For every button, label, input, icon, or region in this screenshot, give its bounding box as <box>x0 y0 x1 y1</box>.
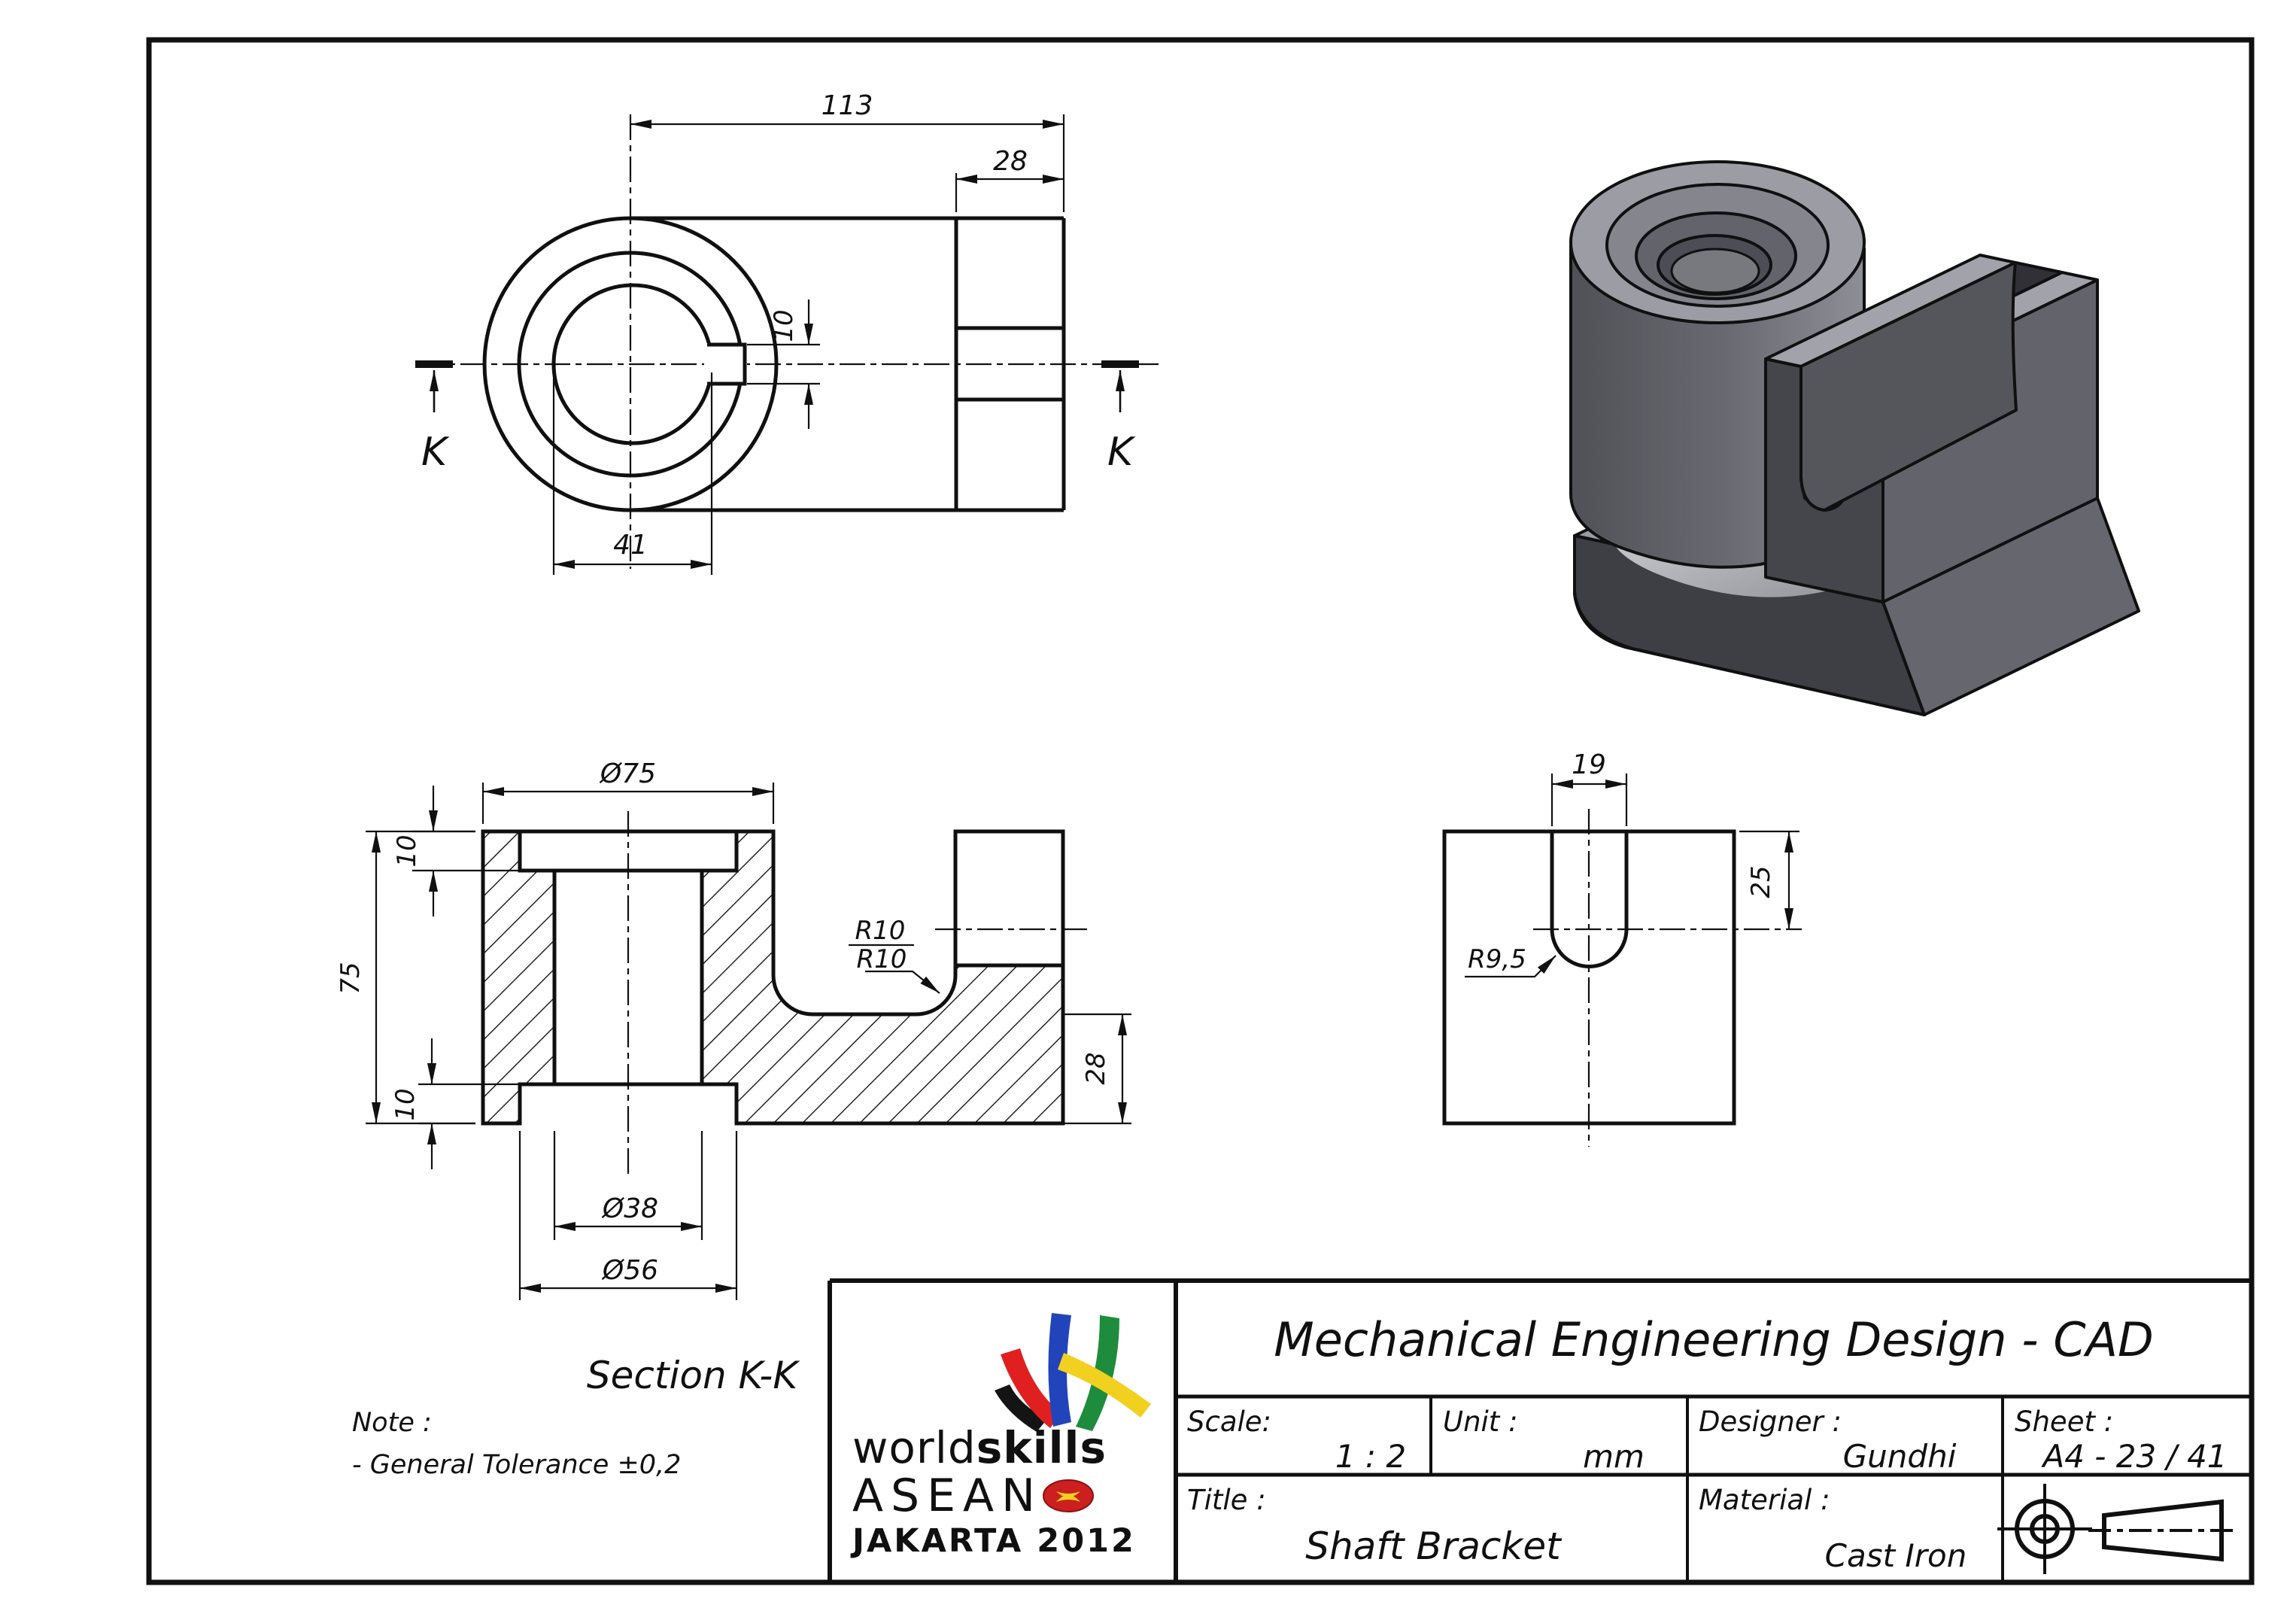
dim-28-top: 28 <box>993 146 1028 177</box>
keyway-outline <box>707 342 747 386</box>
dim-d75: Ø75 <box>599 758 656 789</box>
worldskills-logo: worldskills ASEAN JAKARTA 2012 <box>850 1313 1151 1560</box>
logo-swoosh-black <box>995 1384 1047 1432</box>
dim-d56: Ø56 <box>601 1255 658 1286</box>
logo-swooshes <box>995 1313 1151 1432</box>
title-block <box>828 1278 2252 1582</box>
logo-skills: skills <box>976 1422 1107 1473</box>
designer-value: Gundhi <box>1843 1438 1957 1475</box>
sheet-value: A4 - 23 / 41 <box>2040 1438 2227 1475</box>
dim-10-keyway: 10 <box>769 309 799 342</box>
iso-view <box>1569 160 2140 716</box>
dim-75: 75 <box>336 962 366 994</box>
title-label: Title : <box>1187 1484 1266 1516</box>
dim-25: 25 <box>1746 865 1776 898</box>
title-block-texts: Mechanical Engineering Design - CAD Scal… <box>1187 1312 2228 1574</box>
unit-label: Unit : <box>1443 1406 1518 1438</box>
dim-r95: R9,5 <box>1468 944 1526 974</box>
dim-41: 41 <box>613 530 648 561</box>
note-block: Note : - General Tolerance ±0,2 <box>352 1408 681 1480</box>
side-view <box>1442 774 1802 1147</box>
logo-jakarta: JAKARTA 2012 <box>850 1522 1136 1560</box>
note-line: - General Tolerance ±0,2 <box>352 1450 681 1480</box>
dim-113: 113 <box>822 90 873 121</box>
front-view <box>415 114 1159 575</box>
section-view-texts: Ø75 10 75 10 Ø38 Ø56 R10 R10 28 Section … <box>336 758 1111 1397</box>
dim-r10-upper: R10 <box>855 916 906 946</box>
title-value: Shaft Bracket <box>1305 1524 1563 1568</box>
section-label: Section K-K <box>587 1354 800 1397</box>
logo-asean: ASEAN <box>852 1470 1043 1522</box>
material-value: Cast Iron <box>1825 1537 1967 1574</box>
dim-19: 19 <box>1572 749 1606 780</box>
material-label: Material : <box>1699 1484 1830 1516</box>
scale-label: Scale: <box>1187 1406 1271 1438</box>
unit-value: mm <box>1583 1438 1645 1475</box>
titleblock-header: Mechanical Engineering Design - CAD <box>1274 1312 2154 1367</box>
scale-value: 1 : 2 <box>1335 1438 1406 1475</box>
sheet-label: Sheet : <box>2015 1406 2113 1438</box>
dim-r10-lower: R10 <box>857 944 907 974</box>
asean-emblem <box>1043 1479 1094 1512</box>
note-title: Note : <box>352 1408 432 1438</box>
logo-word: world <box>852 1422 976 1473</box>
logo-swoosh-red <box>1001 1348 1061 1428</box>
section-view <box>366 783 1131 1300</box>
wall-notch-outline <box>953 829 1065 965</box>
front-view-texts: 113 28 10 41 K K <box>421 90 1136 561</box>
side-view-texts: 19 25 R9,5 <box>1468 749 1776 974</box>
dim-10-counterbore: 10 <box>392 834 422 867</box>
designer-label: Designer : <box>1699 1406 1842 1438</box>
projection-cone <box>2102 1499 2224 1562</box>
hatch-right-body <box>700 829 1065 1126</box>
k-label-right: K <box>1107 430 1136 475</box>
projection-symbol <box>1997 1484 2237 1574</box>
logo-worldskills: worldskills <box>852 1422 1107 1473</box>
dim-d38: Ø38 <box>601 1193 658 1224</box>
hatch-left-wall <box>481 829 557 1126</box>
sheet-border <box>146 37 2255 1585</box>
iso-bore-floor <box>1670 248 1760 294</box>
iso-slot-inner <box>1799 261 2018 512</box>
k-label-left: K <box>421 430 450 475</box>
dim-28-right: 28 <box>1081 1052 1111 1084</box>
logo-swoosh-yellow <box>1058 1353 1151 1418</box>
dim-10-recess: 10 <box>390 1088 421 1120</box>
